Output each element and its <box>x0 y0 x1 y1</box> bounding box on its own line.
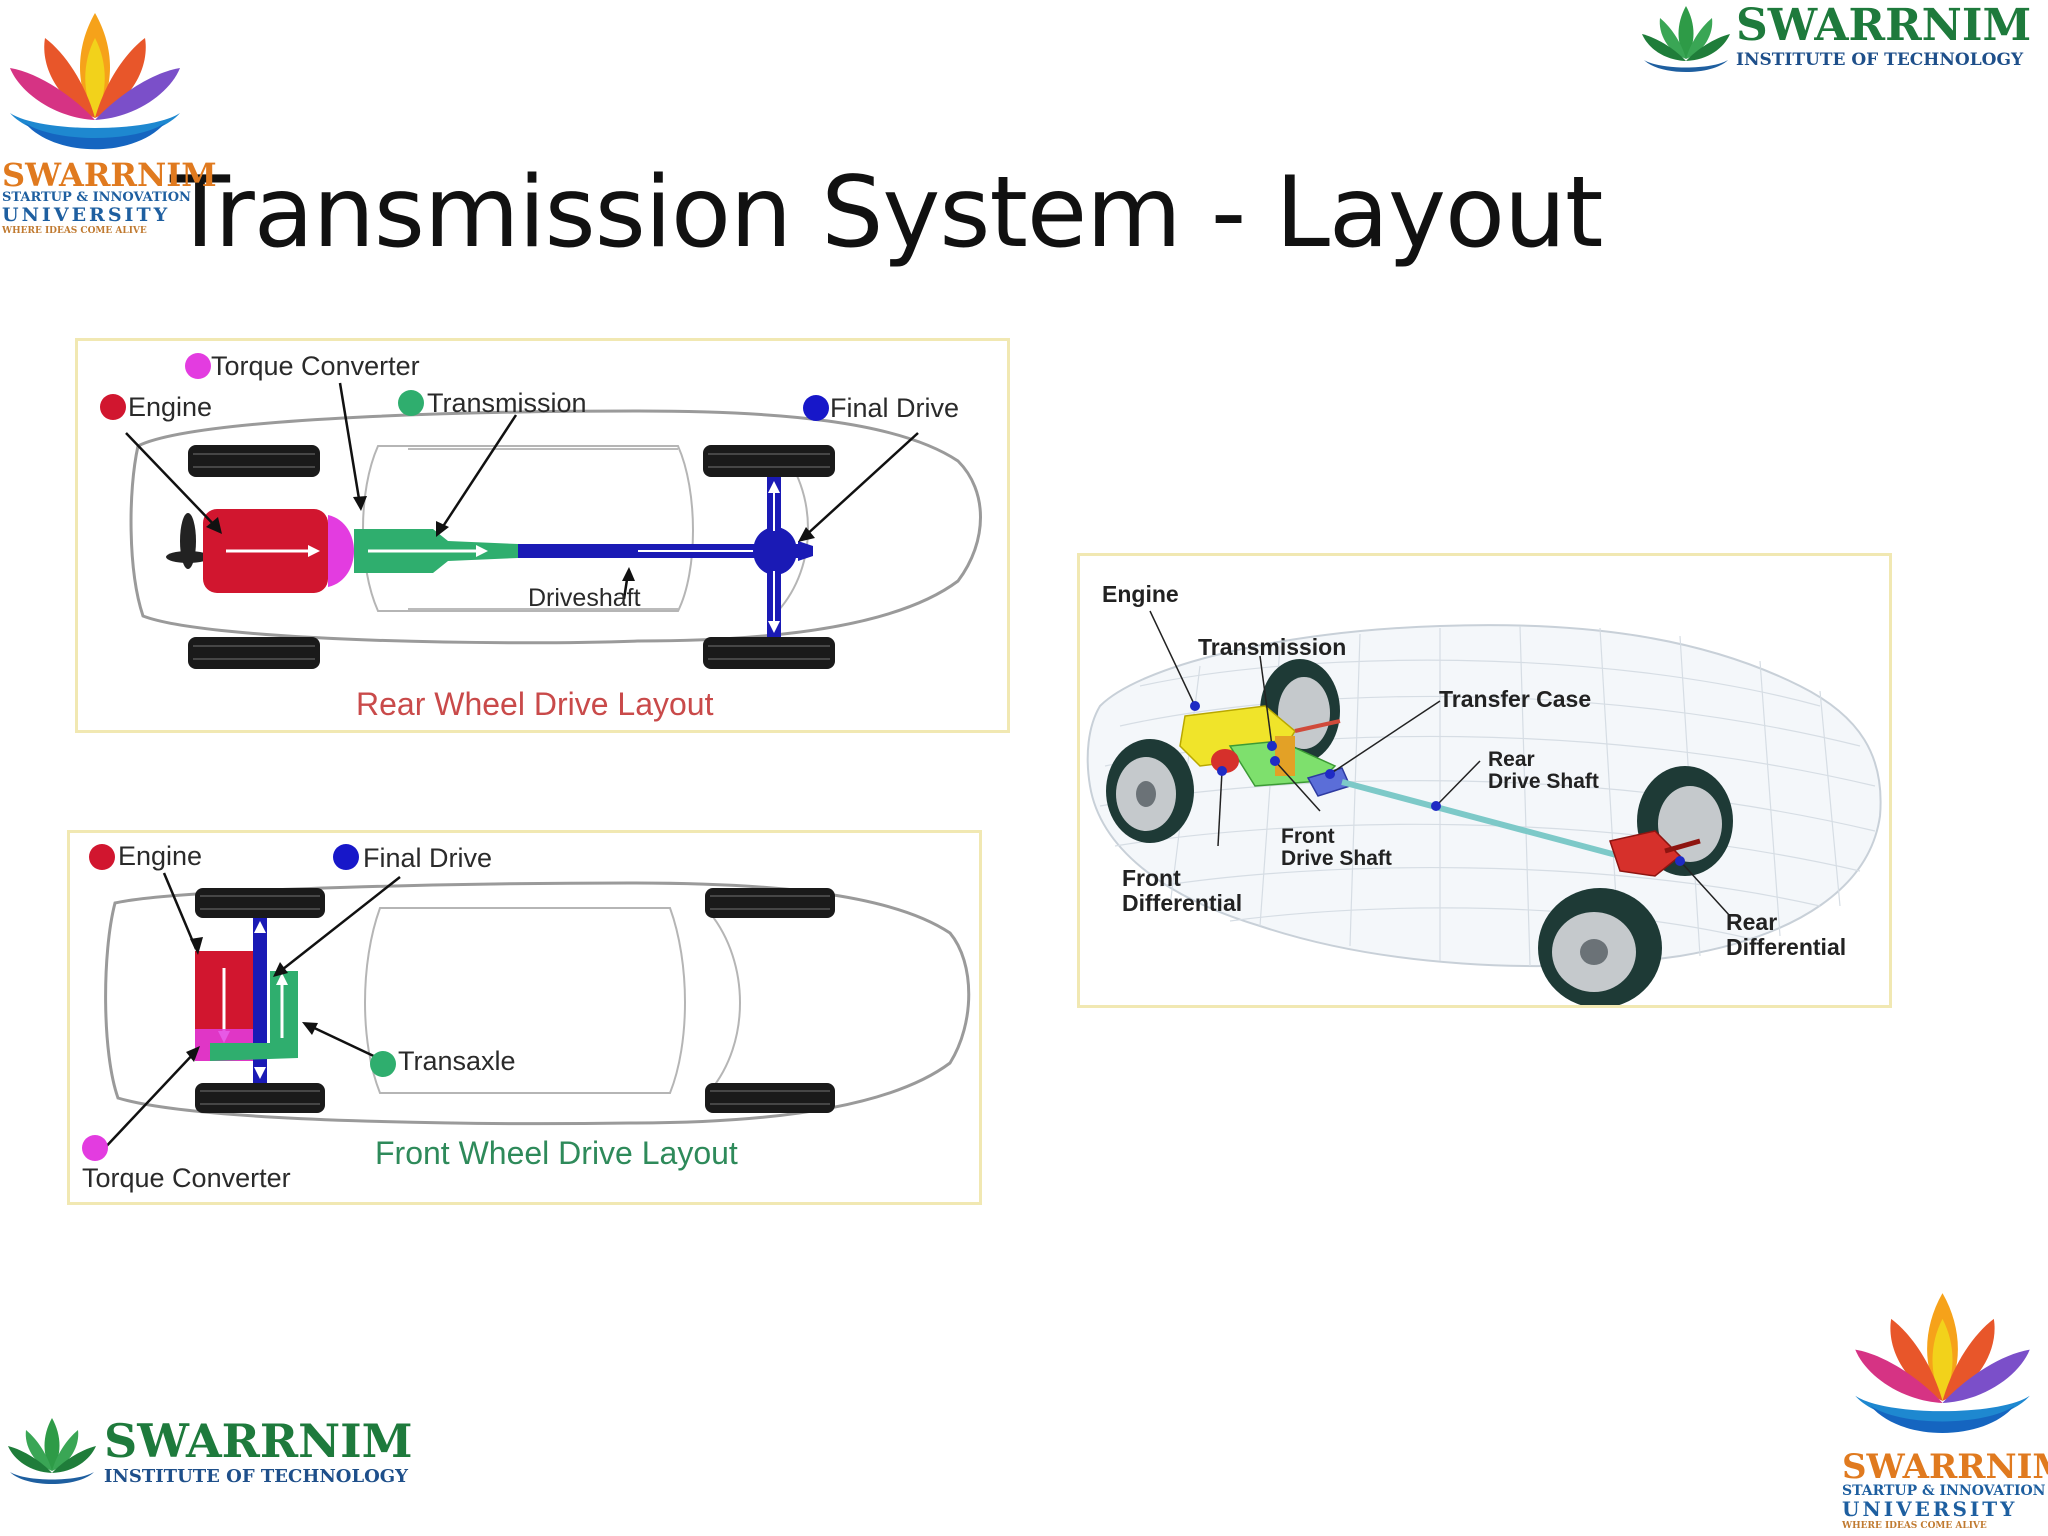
fwd-final-drive-label: Final Drive <box>363 843 493 873</box>
rwd-caption: Rear Wheel Drive Layout <box>356 686 714 722</box>
awd-transmission-label: Transmission <box>1198 634 1347 660</box>
awd-transfer-case-label: Transfer Case <box>1439 686 1592 712</box>
lotus-leaf-icon <box>1642 6 1730 72</box>
university-logo-line2: UNIVERSITY <box>2 204 171 226</box>
rwd-diagram: Torque Converter Engine Transmission Fin… <box>75 338 1010 733</box>
awd-rear-drive-shaft-label-2: Drive Shaft <box>1488 770 1599 793</box>
university-logo-line2: UNIVERSITY <box>1842 1497 2018 1521</box>
awd-front-differential-label-1: Front <box>1122 865 1181 891</box>
rwd-engine-label: Engine <box>128 392 213 422</box>
university-logo-tagline: WHERE IDEAS COME ALIVE <box>2 226 147 236</box>
lotus-icon <box>10 13 180 150</box>
rwd-torque-converter-label: Torque Converter <box>211 351 420 381</box>
university-logo-name: SWARRNIM <box>2 156 217 194</box>
awd-engine-label: Engine <box>1102 581 1179 607</box>
awd-rear-differential-label-1: Rear <box>1726 909 1778 935</box>
institute-logo-name: SWARRNIM <box>104 1414 413 1468</box>
awd-rear-drive-shaft-label-1: Rear <box>1488 748 1535 771</box>
fwd-car-drawing <box>82 844 971 1161</box>
rwd-transmission-label: Transmission <box>427 388 587 418</box>
institute-logo-name: SWARRNIM <box>1736 0 2032 51</box>
awd-car-drawing <box>1086 610 1882 1005</box>
university-logo-tagline: WHERE IDEAS COME ALIVE <box>1842 1521 1987 1531</box>
lotus-leaf-icon <box>8 1418 96 1484</box>
awd-diagram: Engine Transmission Transfer Case Rear D… <box>1077 553 1892 1008</box>
fwd-engine-label: Engine <box>118 841 203 871</box>
fwd-caption: Front Wheel Drive Layout <box>375 1135 738 1171</box>
awd-rear-differential-label-2: Differential <box>1726 934 1847 960</box>
slide-title: Transmission System - Layout <box>170 156 1603 270</box>
university-logo-line1: STARTUP & INNOVATION <box>1842 1483 2046 1499</box>
university-logo-line1: STARTUP & INNOVATION <box>2 190 191 205</box>
rwd-car-drawing <box>100 353 982 669</box>
rwd-driveshaft-label: Driveshaft <box>528 584 641 612</box>
awd-front-drive-shaft-label-2: Drive Shaft <box>1281 847 1392 870</box>
institute-logo-subtitle: INSTITUTE OF TECHNOLOGY <box>1736 50 2024 70</box>
university-logo-top-left: SWARRNIM STARTUP & INNOVATION UNIVERSITY… <box>0 8 217 236</box>
university-logo-name: SWARRNIM <box>1842 1447 2048 1487</box>
institute-logo-top-right: SWARRNIM INSTITUTE OF TECHNOLOGY <box>1640 0 2045 80</box>
university-logo-bottom-right: SWARRNIM STARTUP & INNOVATION UNIVERSITY… <box>1840 1285 2048 1533</box>
awd-front-drive-shaft-label-1: Front <box>1281 825 1335 848</box>
awd-front-differential-label-2: Differential <box>1122 890 1243 916</box>
rwd-final-drive-label: Final Drive <box>830 393 960 423</box>
fwd-transaxle-label: Transaxle <box>398 1046 516 1076</box>
institute-logo-subtitle: INSTITUTE OF TECHNOLOGY <box>104 1466 409 1487</box>
fwd-torque-converter-label: Torque Converter <box>82 1163 291 1193</box>
institute-logo-bottom-left: SWARRNIM INSTITUTE OF TECHNOLOGY <box>4 1412 414 1492</box>
lotus-icon <box>1855 1293 2030 1433</box>
fwd-diagram: Engine Final Drive Transaxle Torque Conv… <box>67 830 982 1205</box>
